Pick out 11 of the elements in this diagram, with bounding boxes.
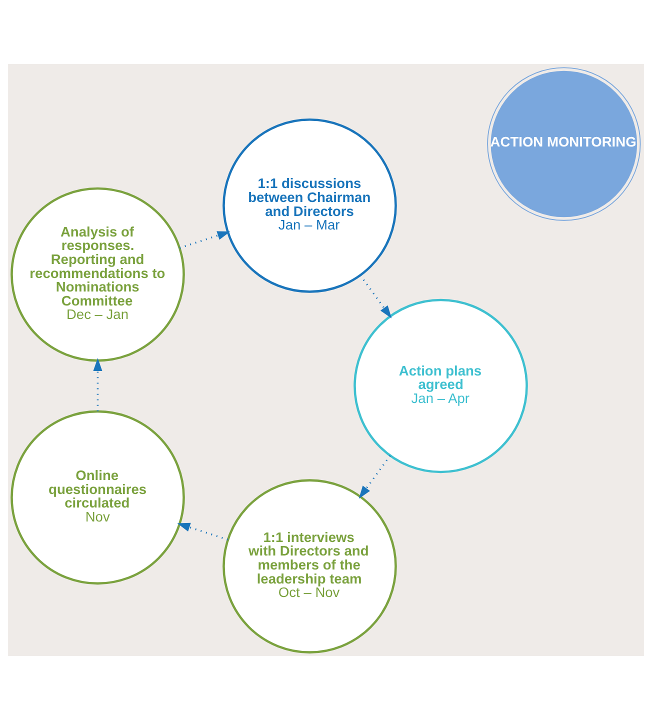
node-circle: 1:1 interviews with Directors and members of the leadership team Oct – Nov [222,479,397,654]
node-circle: ACTION MONITORING [487,67,641,221]
arrow [177,522,228,541]
node-circle: 1:1 discussions between Chairman and Directors Jan – Mar [222,118,397,293]
arrow [360,274,392,318]
arrow [93,358,102,412]
arrow [358,455,391,499]
arrow [179,231,230,249]
node-circle: Action plans agreed Jan – Apr [354,298,528,474]
node-circle: Analysis of responses. Reporting and recommendations to Nominations Committee Dec – Jan [10,187,185,362]
node-circle: Online questionnaires circulated Nov [10,410,185,585]
